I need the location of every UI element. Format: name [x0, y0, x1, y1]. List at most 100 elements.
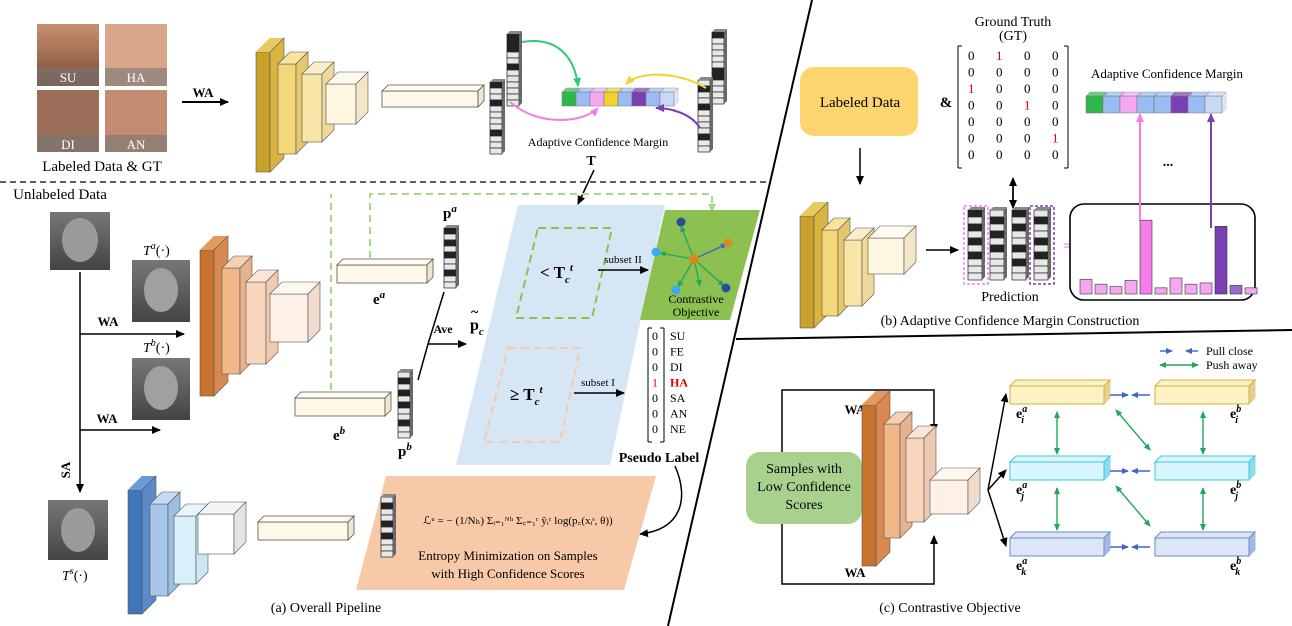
entropy-loss-box: [356, 476, 656, 590]
gt-cell: 1: [968, 81, 975, 96]
prediction-column: [489, 79, 505, 155]
gt-cell: 0: [1052, 98, 1059, 113]
embedding-vector: [1008, 530, 1112, 558]
prediction-column: [1011, 207, 1029, 281]
gt-cell: 0: [968, 147, 975, 162]
face-label-ha: HA: [127, 70, 146, 85]
histogram-bars: [1079, 219, 1258, 295]
ave-label: Ave: [433, 322, 453, 336]
prediction-label: Prediction: [981, 290, 1039, 305]
histogram-bar: [1124, 280, 1138, 295]
low-confidence-box: [746, 452, 862, 524]
pa-label: pa: [443, 203, 457, 222]
labeled-data-label: Labeled Data: [820, 95, 901, 111]
entropy-text-2: with High Confidence Scores: [431, 566, 584, 581]
gt-cell: 0: [1024, 114, 1031, 129]
prediction-ps: [380, 494, 396, 558]
histogram-bar: [1079, 278, 1093, 295]
ampersand: &: [940, 95, 953, 111]
labeled-face-grid: SU HA DI AN: [37, 24, 167, 152]
backbone-network-c: [861, 390, 981, 567]
ta-label: Ta(·): [143, 241, 170, 259]
histogram-bar: [1229, 285, 1243, 295]
prediction-columns-b: [967, 207, 1051, 281]
pull-close-label: Pull close: [1206, 344, 1253, 358]
prediction-column: [697, 77, 713, 153]
pseudo-value: 0: [652, 345, 658, 359]
prediction-column: [443, 225, 459, 289]
embedding-vector: [1153, 378, 1257, 406]
contrastive-graph: [651, 217, 733, 295]
contrastive-line-2: Objective: [673, 305, 720, 319]
entropy-text-1: Entropy Minimization on Samples: [418, 548, 597, 563]
backbone-network-blue: [127, 475, 247, 615]
gt-cell: 0: [996, 81, 1003, 96]
feature-vector-ea: [336, 258, 434, 284]
pseudo-value: 0: [652, 329, 658, 343]
pseudo-class: FE: [670, 345, 684, 359]
gt-cell: 0: [1052, 114, 1059, 129]
panel-divider-diagonal: [667, 0, 813, 626]
backbone-network-b: [799, 201, 917, 329]
histogram-bar: [1094, 283, 1108, 295]
pseudo-value: 1: [652, 376, 658, 390]
acm-cube: [659, 87, 679, 107]
subset-2-label: subset II: [604, 254, 642, 266]
embedding-vector: [1008, 378, 1112, 406]
histogram-bar: [1214, 226, 1228, 295]
equals-sign: =: [1063, 238, 1072, 255]
pseudo-class: SU: [670, 329, 686, 343]
threshold-t: T: [586, 154, 596, 169]
gt-cell: 0: [968, 65, 975, 80]
gt-cell: 0: [1024, 81, 1031, 96]
unlabeled-caption: Unlabeled Data: [13, 187, 107, 203]
pseudo-value: 0: [652, 360, 658, 374]
pb-label: pb: [398, 441, 412, 460]
gt-cell: 0: [1024, 147, 1031, 162]
prediction-column: [989, 207, 1007, 281]
acm-cubes-b: [1085, 91, 1227, 114]
prediction-column: [1033, 207, 1051, 281]
histogram-bar: [1169, 277, 1183, 295]
gt-cell: 1: [996, 48, 1003, 63]
wa-label-b: WA: [97, 411, 119, 426]
embedding-vector: [1008, 454, 1112, 482]
sa-label: SA: [58, 461, 73, 478]
acm-cubes-top: [561, 87, 679, 107]
prediction-column: [397, 369, 413, 439]
histogram-bar: [1109, 286, 1123, 295]
histogram-bar: [1244, 287, 1258, 295]
pseudo-class: AN: [670, 407, 688, 421]
ts-label: Ts(·): [62, 566, 88, 584]
eb-label: eb: [333, 425, 346, 444]
gt-cell: 1: [1052, 131, 1059, 146]
ea-label: ea: [373, 289, 386, 308]
pseudo-class: HA: [670, 376, 688, 390]
wa-label-top: WA: [193, 85, 215, 100]
pseudo-class: DI: [670, 360, 683, 374]
caption-a: (a) Overall Pipeline: [271, 601, 381, 616]
wa-label-c1: WA: [845, 402, 867, 417]
labeled-data-box: [800, 67, 918, 136]
tb-label: Tb(·): [143, 338, 170, 356]
gt-cell: 0: [1024, 65, 1031, 80]
pseudo-value: 0: [652, 391, 658, 405]
prediction-pa: [443, 225, 459, 289]
face-label-an: AN: [127, 137, 146, 152]
pseudo-value: 0: [652, 407, 658, 421]
gt-cell: 0: [996, 147, 1003, 162]
prediction-column: [967, 207, 985, 281]
pseudo-class: SA: [670, 391, 686, 405]
histogram-bar: [1154, 287, 1168, 295]
prediction-columns-top: [489, 29, 727, 155]
prediction-pb: [397, 369, 413, 439]
caption-c: (c) Contrastive Objective: [879, 601, 1021, 616]
prediction-column: [711, 29, 727, 105]
